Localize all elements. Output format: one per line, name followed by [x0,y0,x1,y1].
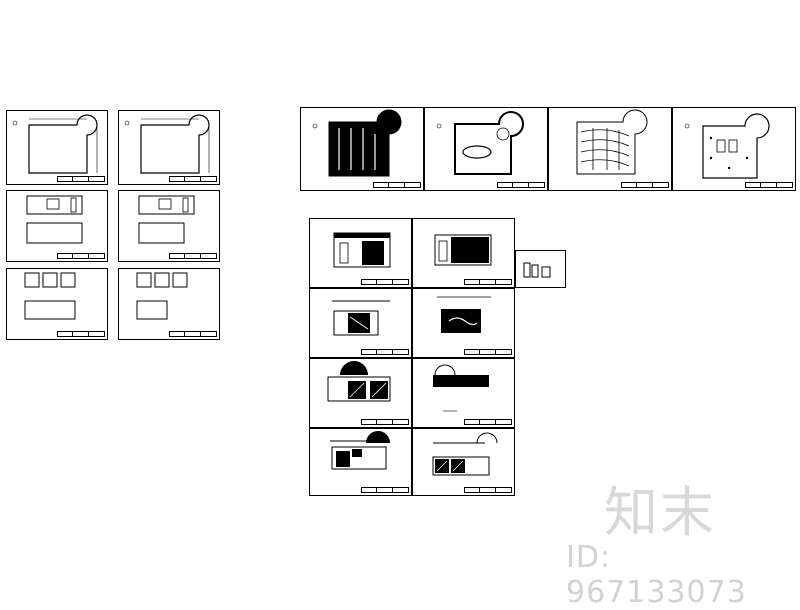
sheet-center-elevation-1[interactable] [309,218,412,288]
sheet-elevation-b2[interactable] [118,268,220,340]
sheet-center-elevation-4[interactable] [412,288,515,358]
sheet-ceiling-plan-2[interactable] [548,107,672,191]
sheet-floor-plan-furnished[interactable] [300,107,424,191]
title-block [361,419,409,425]
ceiling-plan-drawing [436,111,524,175]
floor-plan-drawing [312,109,402,177]
title-block [361,487,409,493]
sheet-plan-1[interactable] [6,110,108,185]
sheet-elevation-a2[interactable] [118,190,220,262]
title-block [361,279,409,285]
elevation-drawing [330,431,390,470]
title-block [497,182,545,188]
sheet-elevation-a1[interactable] [6,190,108,262]
title-block [373,182,421,188]
title-block [169,253,217,259]
title-block [57,176,105,182]
elevation-drawing [138,195,195,244]
elevation-drawing [24,272,76,320]
elevation-drawing [332,300,390,336]
sheet-plan-2[interactable] [118,110,220,185]
sheet-ceiling-plan-1[interactable] [424,107,548,191]
detail-drawing [523,262,551,278]
sheet-center-elevation-7[interactable] [309,428,412,496]
ceiling-plan-drawing [576,109,648,175]
title-block [464,487,512,493]
elevation-drawing [26,195,83,244]
elevation-drawing [434,234,492,266]
title-block [57,331,105,337]
sheet-center-elevation-6[interactable] [412,358,515,428]
title-block [621,182,669,188]
title-block [361,349,409,355]
elevation-drawing [437,296,491,333]
title-block [169,331,217,337]
title-block [169,176,217,182]
title-block [464,349,512,355]
title-block [745,182,793,188]
elevation-drawing [433,364,489,412]
title-block [464,419,512,425]
sheet-ceiling-plan-3[interactable] [672,107,796,191]
ceiling-plan-drawing [684,113,770,179]
title-block [57,253,105,259]
elevation-drawing [327,361,391,402]
sheet-center-elevation-3[interactable] [309,288,412,358]
sheet-elevation-b1[interactable] [6,268,108,340]
elevation-drawing [136,272,188,320]
sheet-center-elevation-2[interactable] [412,218,515,288]
sheet-center-elevation-5[interactable] [309,358,412,428]
elevation-drawing [432,432,498,476]
sheet-center-elevation-8[interactable] [412,428,515,496]
sheet-detail[interactable] [515,250,566,288]
elevation-drawing [333,232,391,268]
watermark-logo: 知末 [604,481,716,544]
plan-outline [124,114,210,174]
plan-outline [12,114,98,174]
title-block [464,279,512,285]
